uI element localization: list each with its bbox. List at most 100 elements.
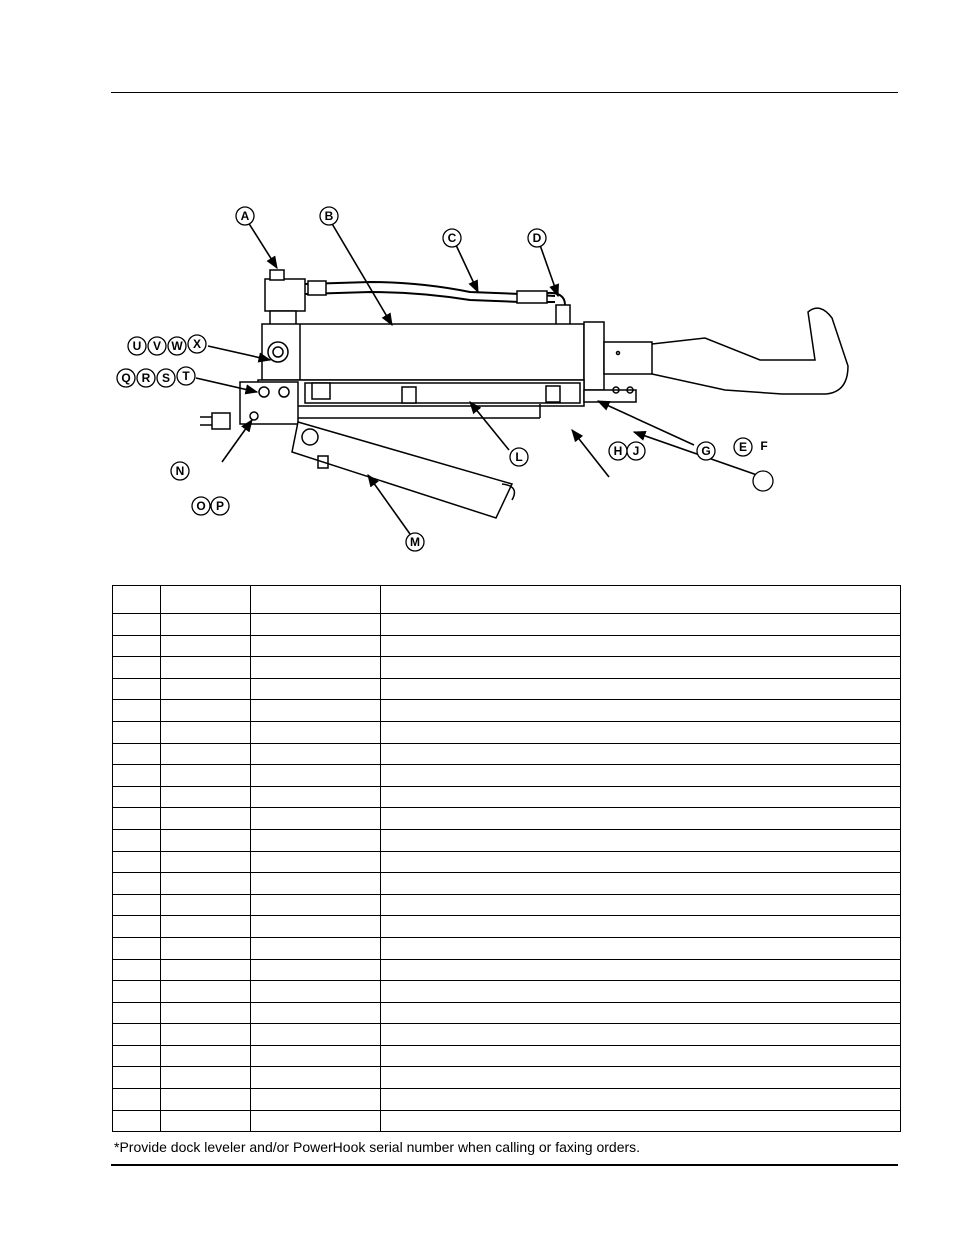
table-cell xyxy=(160,764,251,787)
table-row xyxy=(112,850,901,874)
table-cell xyxy=(250,1066,381,1090)
table-row xyxy=(112,720,901,744)
table-cell xyxy=(160,656,251,679)
table-cell xyxy=(250,1088,381,1111)
table-row xyxy=(112,958,901,982)
table-cell xyxy=(112,677,161,701)
callout-f: F xyxy=(760,439,767,453)
table-cell xyxy=(380,699,901,722)
table-cell xyxy=(250,936,381,960)
table-cell xyxy=(112,720,161,744)
table-cell xyxy=(112,1044,161,1068)
table-cell xyxy=(380,764,901,787)
table-cell xyxy=(250,850,381,874)
callout-p: P xyxy=(216,499,224,513)
powerhook-assembly-diagram: A B C D U V W X Q R S T N O P L M H J G … xyxy=(116,206,849,552)
table-cell xyxy=(112,634,161,658)
table-row xyxy=(112,785,901,809)
table-row xyxy=(112,699,901,722)
table-cell xyxy=(380,958,901,982)
footnote: *Provide dock leveler and/or PowerHook s… xyxy=(114,1139,641,1155)
table-cell xyxy=(112,785,161,809)
table-cell xyxy=(250,613,381,636)
table-cell xyxy=(380,656,901,679)
callout-v: V xyxy=(153,339,161,353)
table-cell xyxy=(380,1023,901,1046)
table-cell xyxy=(112,958,161,982)
callout-a: A xyxy=(241,209,250,223)
parts-table xyxy=(112,585,901,1133)
table-cell xyxy=(250,585,381,614)
table-cell xyxy=(250,807,381,830)
table-cell xyxy=(112,893,161,917)
table-cell xyxy=(250,893,381,917)
table-cell xyxy=(250,656,381,679)
table-row xyxy=(112,634,901,658)
table-cell xyxy=(112,656,161,679)
table-cell xyxy=(380,585,901,614)
table-row xyxy=(112,893,901,917)
callout-circles xyxy=(116,206,774,552)
table-cell xyxy=(160,742,251,766)
table-cell xyxy=(112,585,161,614)
table-cell xyxy=(250,764,381,787)
table-row xyxy=(112,936,901,960)
table-cell xyxy=(160,1088,251,1111)
callout-q: Q xyxy=(121,371,130,385)
table-cell xyxy=(380,915,901,938)
callout-w: W xyxy=(171,339,183,353)
table-row xyxy=(112,1044,901,1068)
callout-u: U xyxy=(133,339,142,353)
table-cell xyxy=(380,613,901,636)
table-cell xyxy=(380,1066,901,1090)
callout-d: D xyxy=(533,231,542,245)
table-cell xyxy=(250,958,381,982)
table-row xyxy=(112,828,901,852)
table-cell xyxy=(250,634,381,658)
leader-lines xyxy=(195,221,758,535)
table-cell xyxy=(160,1066,251,1090)
table-cell xyxy=(112,613,161,636)
table-cell xyxy=(160,1109,251,1133)
table-cell xyxy=(112,936,161,960)
table-cell xyxy=(380,1001,901,1025)
table-cell xyxy=(160,850,251,874)
header-rule xyxy=(111,92,898,93)
table-cell xyxy=(250,742,381,766)
table-cell xyxy=(250,720,381,744)
table-cell xyxy=(380,634,901,658)
table-cell xyxy=(380,742,901,766)
table-cell xyxy=(160,828,251,852)
table-cell xyxy=(112,807,161,830)
table-cell xyxy=(380,893,901,917)
table-cell xyxy=(380,785,901,809)
callout-n: N xyxy=(176,464,185,478)
table-cell xyxy=(160,634,251,658)
table-cell xyxy=(112,872,161,895)
table-cell xyxy=(380,850,901,874)
table-row xyxy=(112,807,901,830)
table-cell xyxy=(160,677,251,701)
table-row xyxy=(112,764,901,787)
table-cell xyxy=(112,915,161,938)
table-cell xyxy=(250,872,381,895)
table-cell xyxy=(380,807,901,830)
table-cell xyxy=(250,1023,381,1046)
callout-o: O xyxy=(196,499,205,513)
footer-rule xyxy=(111,1164,898,1166)
table-cell xyxy=(160,720,251,744)
callout-m: M xyxy=(410,535,420,549)
table-row xyxy=(112,1088,901,1111)
table-cell xyxy=(160,872,251,895)
table-row xyxy=(112,1109,901,1133)
table-cell xyxy=(380,1044,901,1068)
table-row xyxy=(112,1001,901,1025)
table-cell xyxy=(250,1109,381,1133)
table-cell xyxy=(160,915,251,938)
table-cell xyxy=(380,828,901,852)
callout-j: J xyxy=(633,444,640,458)
callout-b: B xyxy=(325,209,334,223)
callout-t: T xyxy=(182,369,190,383)
table-cell xyxy=(380,677,901,701)
callout-l: L xyxy=(515,450,522,464)
